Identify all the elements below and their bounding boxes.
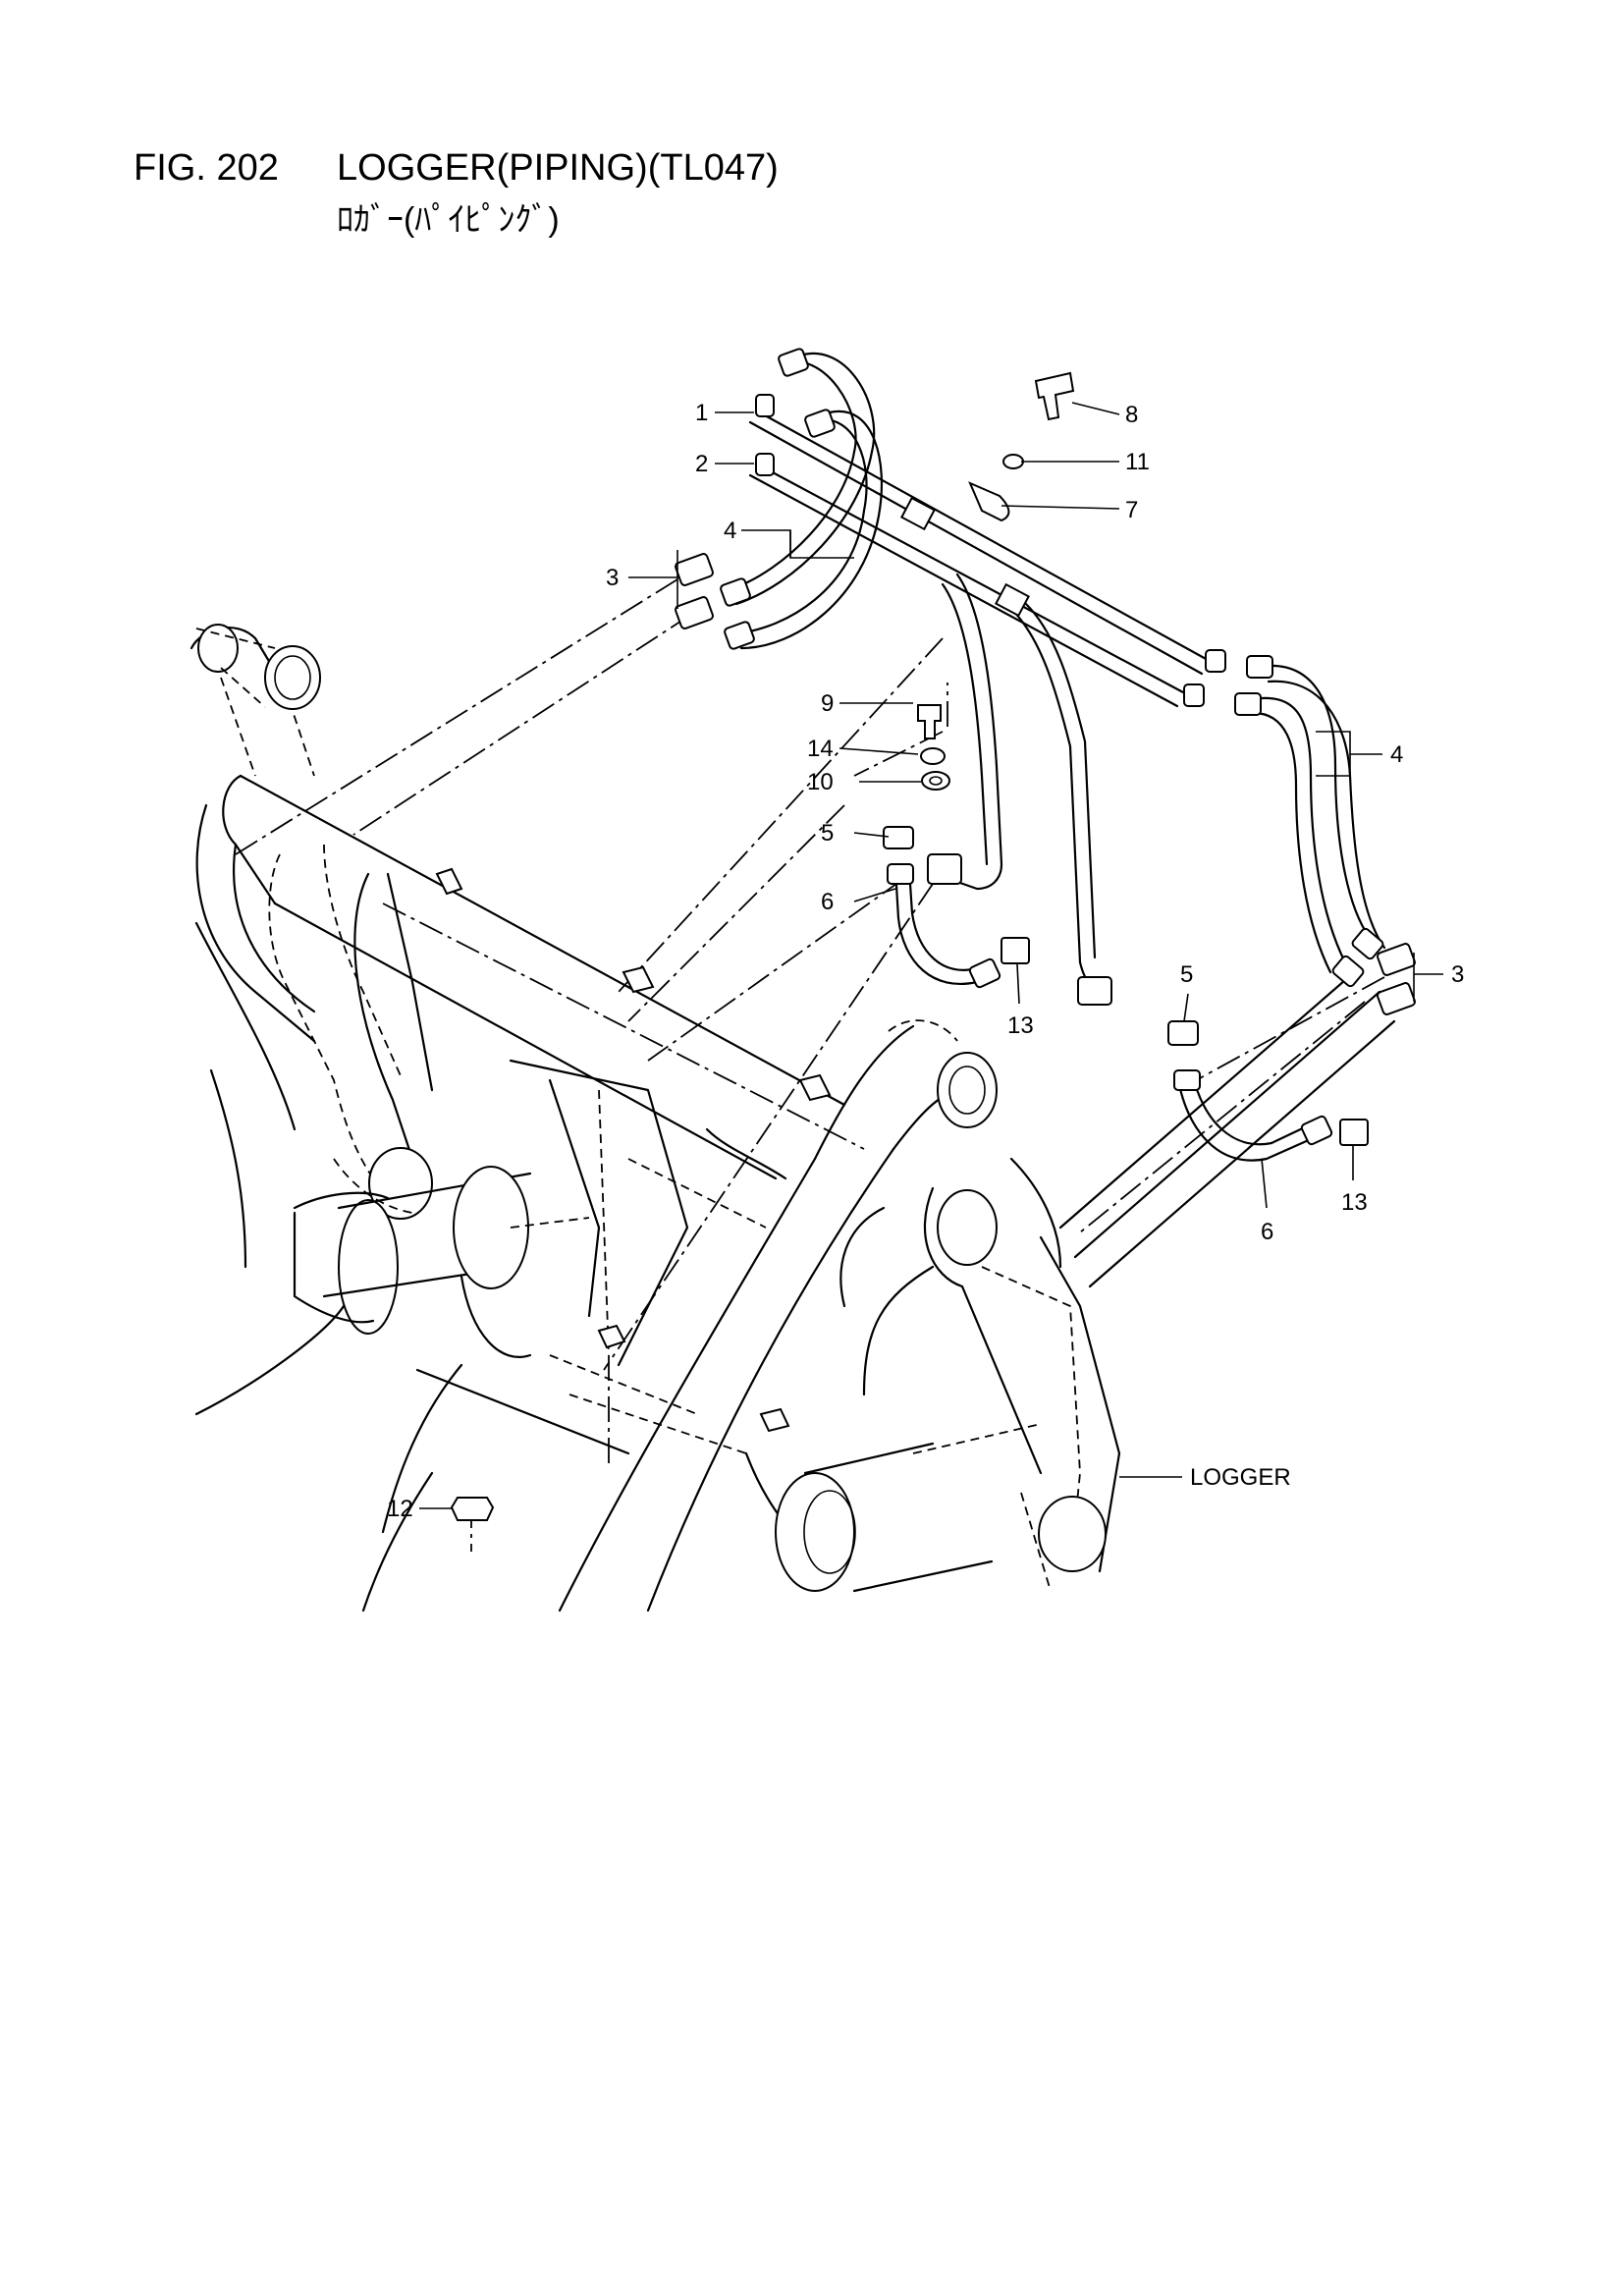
logger-frame <box>189 624 1396 1613</box>
callout-6-left: 6 <box>821 889 834 915</box>
callout-logger: LOGGER <box>1190 1464 1291 1491</box>
callout-4-upper: 4 <box>724 518 736 544</box>
leader-lines <box>419 402 1443 1509</box>
hoses <box>720 348 1386 1162</box>
callout-4-right: 4 <box>1390 741 1403 768</box>
phantom-lines <box>235 578 1385 1552</box>
figure-title: LOGGER(PIPING)(TL047) <box>337 147 779 189</box>
callout-12: 12 <box>387 1496 413 1522</box>
figure-number: FIG. 202 <box>134 147 279 189</box>
callouts: 1 2 3 4 8 11 7 4 3 9 14 10 5 6 13 5 13 6… <box>387 400 1464 1522</box>
fittings <box>435 371 1416 1521</box>
callout-3-right: 3 <box>1451 961 1464 988</box>
callout-11: 11 <box>1125 449 1150 475</box>
callout-10: 10 <box>807 769 834 795</box>
figure-subtitle: ﾛｶﾞｰ(ﾊﾟｲﾋﾟﾝｸﾞ) <box>337 201 560 239</box>
callout-8: 8 <box>1125 402 1138 428</box>
callout-5-right: 5 <box>1180 961 1193 988</box>
callout-2: 2 <box>695 451 708 477</box>
callout-14: 14 <box>807 736 834 762</box>
callout-13-right: 13 <box>1341 1189 1368 1216</box>
callout-3-left: 3 <box>606 565 619 591</box>
callout-9: 9 <box>821 690 834 717</box>
callout-1: 1 <box>695 400 708 426</box>
callout-5-left: 5 <box>821 820 834 847</box>
callout-6-right: 6 <box>1261 1219 1273 1245</box>
callout-7: 7 <box>1125 497 1138 523</box>
steel-pipes <box>748 394 1226 1006</box>
callout-13-left: 13 <box>1007 1012 1034 1039</box>
